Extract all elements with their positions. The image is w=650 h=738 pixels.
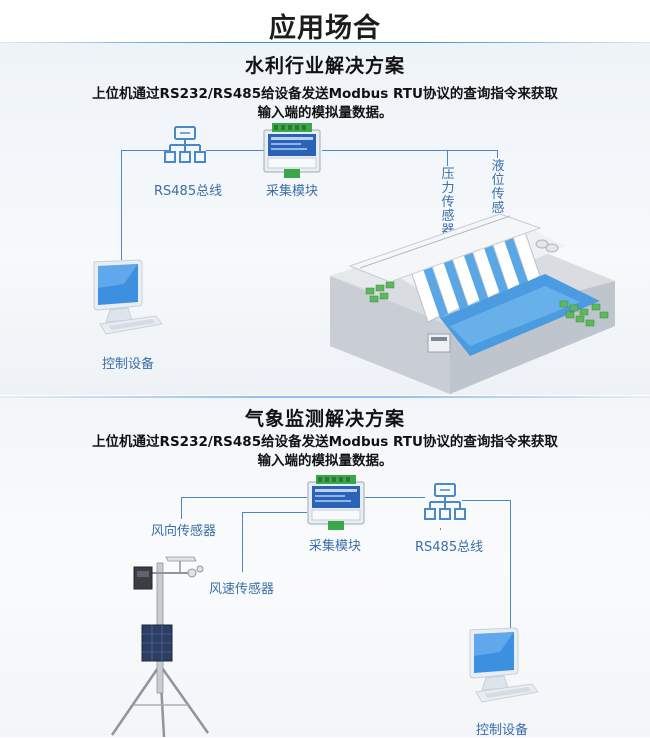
- connector-line: [440, 528, 441, 530]
- control-device-label: 控制设备: [476, 723, 529, 738]
- water-section-description-line2: 输入端的模拟量数据。: [257, 105, 393, 121]
- control-device-label: 控制设备: [102, 357, 155, 372]
- acquisition-module-icon: [307, 475, 365, 530]
- weather-section-description-line2: 输入端的模拟量数据。: [257, 453, 393, 469]
- water-section-description-line1: 上位机通过RS232/RS485给设备发送Modbus RTU协议的查询指令来获…: [92, 86, 558, 102]
- network-topology-icon: [164, 126, 206, 163]
- title-divider: [0, 42, 650, 43]
- wind-direction-sensor-label: 风向传感器: [151, 524, 217, 539]
- connector-line: [242, 512, 307, 513]
- acquisition-module-label: 采集模块: [309, 539, 362, 554]
- connector-line: [242, 512, 243, 572]
- level-sensor-label: 液位传感器: [491, 159, 505, 230]
- connector-line: [510, 500, 511, 628]
- connector-line: [121, 150, 169, 151]
- weather-section-background: [0, 398, 650, 737]
- rs485-bus-label: RS485总线: [154, 184, 223, 199]
- section-divider: [0, 396, 650, 398]
- computer-monitor-icon: [469, 627, 539, 703]
- weather-section-title: 气象监测解决方案: [244, 408, 405, 430]
- computer-monitor-icon: [93, 259, 163, 335]
- acquisition-module-label: 采集模块: [266, 184, 319, 199]
- dam-illustration: [330, 213, 615, 394]
- page-title: 应用场合: [269, 13, 381, 44]
- connector-line: [447, 150, 448, 166]
- connector-line: [365, 497, 425, 498]
- connector-line: [497, 150, 498, 158]
- pressure-sensor-label: 压力传感器: [441, 167, 455, 238]
- connector-line: [462, 500, 510, 501]
- weather-section-description-line1: 上位机通过RS232/RS485给设备发送Modbus RTU协议的查询指令来获…: [92, 434, 558, 450]
- connector-line: [121, 150, 122, 260]
- rs485-bus-label: RS485总线: [415, 540, 484, 555]
- network-topology-icon: [424, 483, 466, 520]
- water-section-title: 水利行业解决方案: [244, 55, 405, 77]
- weather-station-illustration: [110, 556, 210, 737]
- connector-line: [322, 150, 497, 151]
- wind-speed-sensor-label: 风速传感器: [209, 582, 275, 597]
- connector-line: [181, 497, 182, 519]
- connector-line: [181, 497, 307, 498]
- acquisition-module-icon: [263, 123, 321, 178]
- connector-line: [206, 150, 264, 151]
